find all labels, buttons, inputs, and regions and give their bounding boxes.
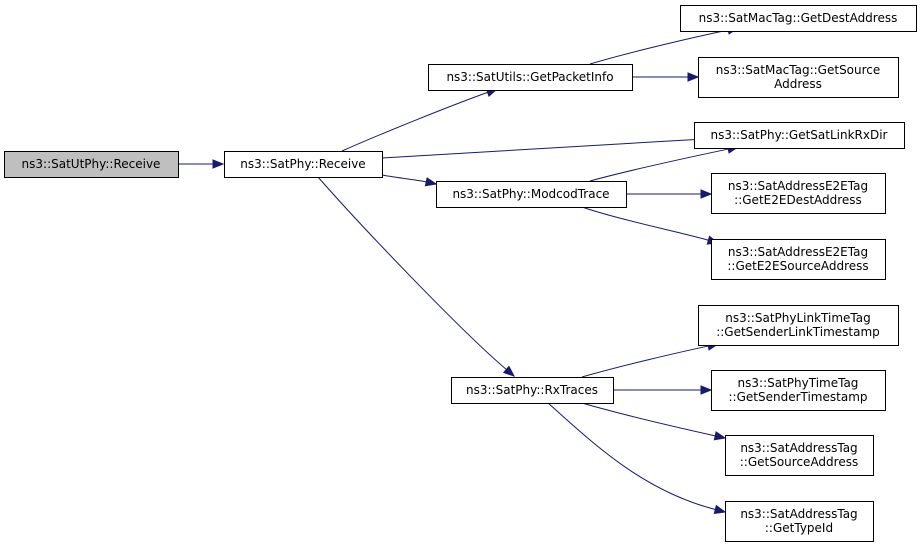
node-box[interactable] (224, 151, 383, 178)
nodes-layer: ns3::SatUtPhy::Receive ns3::SatPhy::Recei… (4, 5, 917, 542)
node-label: ns3::SatPhyLinkTimeTag (725, 311, 870, 325)
arrowhead-icon (502, 365, 516, 377)
node-box[interactable] (711, 239, 886, 280)
node-rx-traces[interactable]: ns3::SatPhy::RxTraces (451, 377, 614, 404)
edge-phy_receive-to-rx_traces (317, 176, 516, 377)
edge-phy_receive-to-get_sat_link_rx_dir (381, 132, 740, 159)
node-box[interactable] (698, 57, 899, 98)
node-get-dest-address[interactable]: ns3::SatMacTag::GetDestAddress (680, 5, 917, 32)
edge-line (589, 148, 729, 182)
node-utphy-receive[interactable]: ns3::SatUtPhy::Receive (4, 151, 179, 178)
arrowhead-icon (212, 159, 225, 169)
node-sender-link-ts[interactable]: ns3::SatPhyLinkTimeTag::GetSenderLinkTim… (698, 305, 899, 346)
edge-line (381, 137, 729, 159)
node-get-sat-link-rx-dir[interactable]: ns3::SatPhy::GetSatLinkRxDir (694, 122, 905, 149)
node-label: ns3::SatPhy::RxTraces (466, 383, 598, 397)
edge-line (317, 176, 507, 370)
node-box[interactable] (451, 377, 614, 404)
node-label: ns3::SatPhyTimeTag (738, 376, 859, 390)
edge-line (581, 206, 709, 241)
edge-utphy_receive-to-phy_receive (178, 159, 225, 169)
edge-phy_receive-to-modcod_trace (381, 174, 438, 187)
edge-line (341, 91, 488, 152)
node-box[interactable] (711, 173, 886, 214)
node-box[interactable] (436, 181, 627, 208)
edge-modcod_trace-to-get_e2e_dest (625, 189, 713, 199)
node-sender-ts[interactable]: ns3::SatPhyTimeTag::GetSenderTimestamp (711, 370, 886, 411)
node-modcod-trace[interactable]: ns3::SatPhy::ModcodTrace (436, 181, 627, 208)
node-label: ns3::SatUtils::GetPacketInfo (446, 70, 613, 84)
node-label: ::GetE2EDestAddress (734, 193, 862, 207)
edge-line (547, 402, 716, 510)
edge-rx_traces-to-sender_link_ts (581, 341, 720, 378)
node-get-packet-info[interactable]: ns3::SatUtils::GetPacketInfo (428, 64, 633, 91)
arrowhead-icon (687, 72, 700, 82)
edge-rx_traces-to-addr_typeid (547, 402, 727, 514)
arrowhead-icon (713, 504, 727, 514)
node-addr-source[interactable]: ns3::SatAddressTag::GetSourceAddress (725, 435, 874, 476)
edge-line (381, 174, 427, 183)
edge-get_packet_info-to-get_source_address (631, 72, 700, 82)
node-label: ns3::SatAddressTag (740, 441, 857, 455)
arrowhead-icon (424, 177, 438, 187)
arrowhead-icon (700, 189, 713, 199)
node-addr-typeid[interactable]: ns3::SatAddressTag::GetTypeId (725, 501, 874, 542)
edge-rx_traces-to-addr_source (581, 402, 727, 441)
node-label: ns3::SatPhy::ModcodTrace (452, 187, 609, 201)
node-label: ns3::SatAddressTag (740, 507, 857, 521)
arrowhead-icon (700, 385, 713, 395)
node-label: ::GetE2ESourceAddress (727, 259, 868, 273)
edge-phy_receive-to-get_packet_info (341, 88, 499, 152)
node-phy-receive[interactable]: ns3::SatPhy::Receive (224, 151, 383, 178)
node-label: ns3::SatAddressE2ETag (728, 245, 868, 259)
node-label: ns3::SatPhy::Receive (240, 157, 365, 171)
node-label: ns3::SatAddressE2ETag (728, 179, 868, 193)
node-box[interactable] (725, 501, 874, 542)
node-label: ::GetSenderLinkTimestamp (716, 325, 880, 339)
node-label: ::GetSourceAddress (740, 455, 858, 469)
node-get-e2e-source[interactable]: ns3::SatAddressE2ETag::GetE2ESourceAddre… (711, 239, 886, 280)
node-box[interactable] (680, 5, 917, 32)
edge-modcod_trace-to-get_e2e_source (581, 206, 720, 245)
edge-rx_traces-to-sender_ts (613, 385, 713, 395)
node-box[interactable] (428, 64, 633, 91)
node-get-e2e-dest[interactable]: ns3::SatAddressE2ETag::GetE2EDestAddress (711, 173, 886, 214)
node-box[interactable] (725, 435, 874, 476)
node-label: Address (774, 77, 822, 91)
edge-line (581, 402, 716, 437)
edge-line (589, 29, 729, 65)
node-label: ns3::SatMacTag::GetSource (716, 63, 881, 77)
node-label: ::GetTypeId (765, 521, 833, 535)
edge-line (581, 345, 709, 378)
node-get-source-address[interactable]: ns3::SatMacTag::GetSourceAddress (698, 57, 899, 98)
node-label: ns3::SatUtPhy::Receive (22, 157, 161, 171)
arrowhead-icon (713, 431, 727, 441)
node-label: ns3::SatMacTag::GetDestAddress (699, 11, 898, 25)
node-box[interactable] (698, 305, 899, 346)
node-box[interactable] (711, 370, 886, 411)
node-box[interactable] (694, 122, 905, 149)
edges-layer (178, 25, 740, 514)
node-label: ::GetSenderTimestamp (729, 390, 868, 404)
node-box[interactable] (4, 151, 179, 178)
node-label: ns3::SatPhy::GetSatLinkRxDir (711, 128, 888, 142)
